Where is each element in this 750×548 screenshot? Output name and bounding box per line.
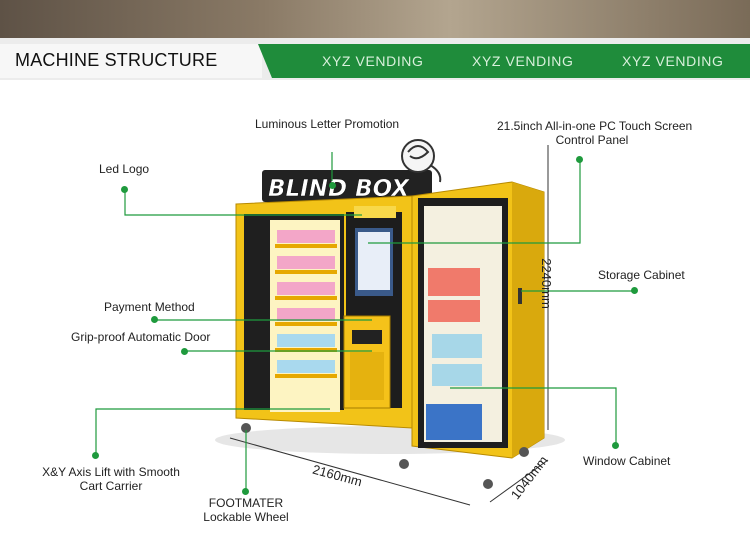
label-storage: Storage Cabinet (598, 268, 685, 282)
callout-dot-lift (92, 452, 99, 459)
dim-height: 2240mm (538, 258, 554, 309)
callout-dot-storage (631, 287, 638, 294)
top-photo-strip (0, 0, 750, 38)
label-led-logo: Led Logo (99, 162, 150, 176)
brand-label-2: XYZ VENDING (472, 53, 574, 69)
main-cabinet (235, 195, 413, 429)
callout-dot-payment (151, 316, 158, 323)
label-grip-door: Grip-proof Automatic Door (71, 330, 211, 344)
wheels (241, 423, 529, 489)
label-touch-screen-1: 21.5inch All-in-one PC Touch Screen (497, 119, 693, 133)
label-window: Window Cabinet (583, 454, 671, 468)
label-lift-2: Cart Carrier (79, 479, 143, 493)
label-wheel-2: Lockable Wheel (203, 510, 289, 524)
callout-dot-grip-door (181, 348, 188, 355)
label-wheel-1: FOOTMATER (208, 496, 284, 510)
dimension-lines (229, 145, 549, 506)
brand-band (258, 44, 750, 78)
blind-box-sign: BLIND BOX (262, 139, 442, 202)
callout-dot-luminous (329, 182, 336, 189)
callout-lines (95, 152, 634, 492)
label-luminous: Luminous Letter Promotion (255, 117, 400, 131)
title-box (0, 44, 262, 78)
callout-dot-wheel (242, 488, 249, 495)
callout-dot-led-logo (121, 186, 128, 193)
label-lift-1: X&Y Axis Lift with Smooth (42, 465, 180, 479)
window-cabinet-body (411, 181, 545, 459)
label-payment: Payment Method (104, 300, 195, 314)
brand-label-1: XYZ VENDING (322, 53, 424, 69)
callout-dot-touch-screen (576, 156, 583, 163)
callout-dot-window (612, 442, 619, 449)
page-title: MACHINE STRUCTURE (15, 50, 218, 70)
brand-label-3: XYZ VENDING (622, 53, 724, 69)
label-touch-screen-2: Control Panel (555, 133, 629, 147)
